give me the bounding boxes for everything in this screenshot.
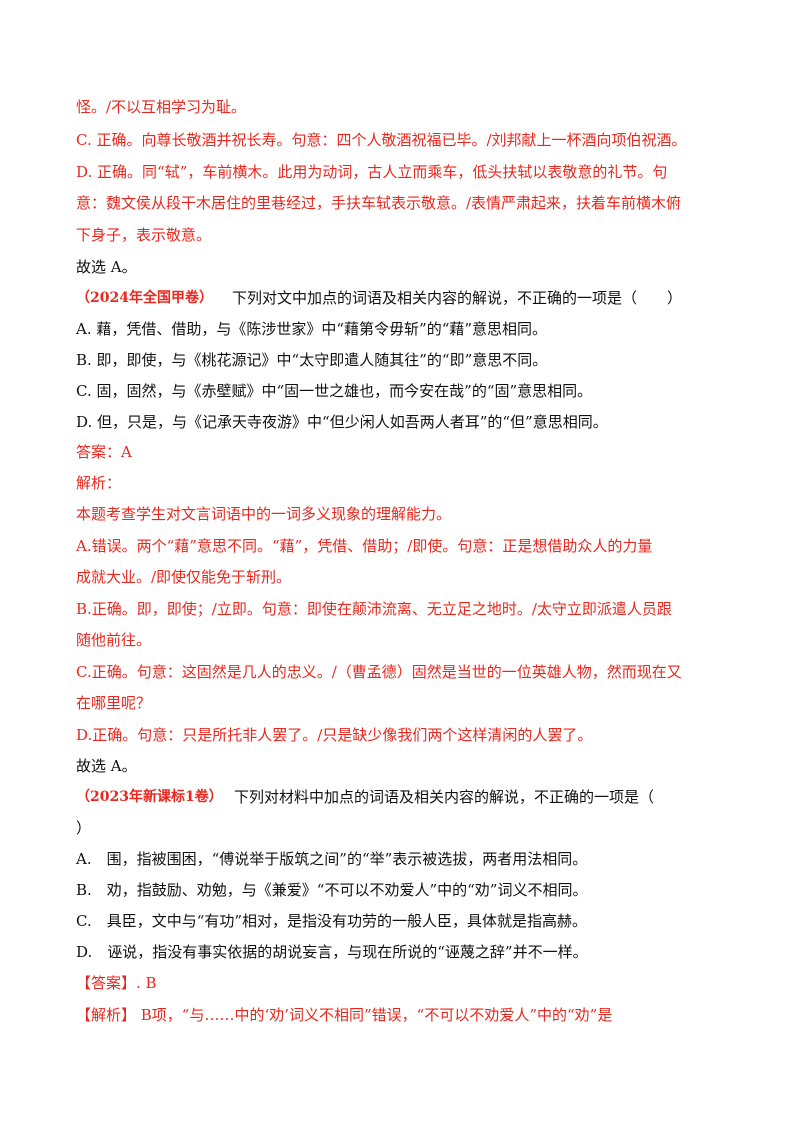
analysis-line-7: 在哪里呢？ [76, 694, 152, 712]
analysis-line-4: B.正确。即，即使；/立即。句意：即使在颠沛流离、无立足之地时。/太守立即派遣人… [76, 600, 672, 618]
question-source-2023: （2023年新课标1卷） [76, 789, 223, 805]
option-c-2023: C. 具臣，文中与“有功”相对，是指没有功劳的一般人臣，具体就是指高赫。 [76, 912, 588, 930]
option-d-2023: D. 诬说，指没有事实依据的胡说妄言，与现在所说的“诬蔑之辞”并不一样。 [76, 943, 588, 961]
option-d-2024: D. 但，只是，与《记承天寺夜游》中“但少闲人如吾两人者耳”的“但”意思相同。 [76, 413, 608, 431]
analysis-line-1: 本题考查学生对文言词语中的一词多义现象的理解能力。 [76, 505, 452, 523]
text-line-2: C. 正确。向尊长敬酒并祝长寿。句意：四个人敬酒祝福已毕。/刘邦献上一杯酒向项伯… [76, 131, 687, 149]
analysis-line-3: 成就大业。/即使仅能免于斩刑。 [76, 568, 292, 586]
analysis-2023: 【解析】 B项，“与……中的‘劝’词义不相同”错误，“不可以不劝爱人”中的“劝”… [76, 1006, 613, 1024]
answer-2024: 答案：A [76, 443, 132, 461]
option-a-2024: A. 藉，凭借、借助，与《陈涉世家》中“藉第令毋斩”的“藉”意思相同。 [76, 320, 548, 338]
text-line-5: 下身子，表示敬意。 [76, 226, 212, 244]
answer-2023: 【答案】. B [76, 974, 157, 992]
question-source-2024: （2024年全国甲卷） [76, 290, 213, 306]
option-b-2024: B. 即，即使，与《桃花源记》中“太守即遣人随其往”的“即”意思不同。 [76, 351, 548, 369]
question-stem-2023: 下列对材料中加点的词语及相关内容的解说，不正确的一项是（ [234, 788, 655, 806]
text-line-1: 怪。/不以互相学习为耻。 [76, 98, 247, 116]
option-c-2024: C. 固，固然，与《赤壁赋》中“固一世之雄也，而今安在哉”的“固”意思相同。 [76, 382, 593, 400]
question-stem-2023-cont: ） [76, 819, 92, 837]
option-a-2023: A. 围，指被围困，“傅说举于版筑之间”的“举”表示被选拔，两者用法相同。 [76, 850, 588, 868]
option-b-2023: B. 劝，指鼓励、劝勉，与《兼爱》“不可以不劝爱人”中的“劝”词义不相同。 [76, 881, 588, 899]
conclusion-2024: 故选 A。 [76, 757, 137, 775]
analysis-line-5: 随他前往。 [76, 631, 152, 649]
analysis-line-6: C.正确。句意：这固然是几人的忠义。/（曹孟德）固然是当世的一位英雄人物，然而现… [76, 663, 682, 681]
analysis-line-8: D.正确。句意：只是所托非人罢了。/只是缺少像我们两个这样清闲的人罢了。 [76, 726, 593, 744]
question-stem-2024: 下列对文中加点的词语及相关内容的解说，不正确的一项是（ ） [232, 289, 683, 307]
text-line-6: 故选 A。 [76, 258, 137, 276]
text-line-3: D. 正确。同“轼”，车前横木。此用为动词，古人立而乘车，低头扶轼以表敬意的礼节… [76, 163, 668, 181]
analysis-label-2024: 解析： [76, 474, 122, 492]
analysis-line-2: A.错误。两个“藉”意思不同。“藉”，凭借、借助；/即使。句意：正是想借助众人的… [76, 537, 653, 555]
text-line-4: 意：魏文侯从段干木居住的里巷经过，手扶车轼表示敬意。/表情严肃起来，扶着车前横木… [76, 194, 682, 212]
